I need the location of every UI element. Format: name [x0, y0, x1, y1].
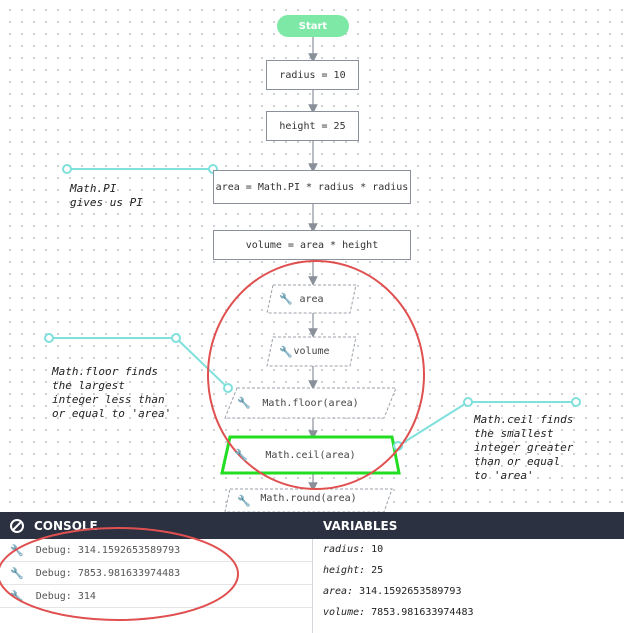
wrench-icon: 🔧	[279, 345, 293, 358]
variable-value: 7853.981633974483	[371, 607, 474, 618]
console-line: 🔧 Debug: 7853.981633974483	[0, 562, 312, 585]
wrench-icon: 🔧	[10, 589, 24, 603]
variables-title: VARIABLES	[323, 518, 398, 533]
comment-floor[interactable]: Math.floor finds the largest integer les…	[52, 365, 172, 420]
output-node-round[interactable]: 🔧 Math.round(area)	[237, 493, 357, 508]
wrench-icon: 🔧	[237, 494, 251, 508]
comment-handle	[571, 397, 581, 407]
assign-node-volume[interactable]: volume = area * height	[213, 230, 411, 260]
comment-pi[interactable]: Math.PI gives us PI	[70, 182, 143, 209]
output-node-ceil[interactable]: 🔧 Math.ceil(area)	[234, 448, 356, 462]
assign-node-radius[interactable]: radius = 10	[266, 60, 359, 90]
wrench-icon: 🔧	[234, 448, 248, 462]
block-icon[interactable]	[10, 518, 24, 533]
console-header: CONSOLE	[0, 512, 313, 539]
variables-header: VARIABLES	[313, 512, 624, 539]
variable-value: 10	[371, 544, 384, 555]
variable-row: area: 314.1592653589793	[323, 581, 624, 602]
assign-node-height[interactable]: height = 25	[266, 111, 359, 141]
variable-name: area:	[323, 586, 354, 597]
comment-handle	[171, 333, 181, 343]
console-output[interactable]: 🔧 Debug: 314.1592653589793 🔧 Debug: 7853…	[0, 539, 313, 633]
bottom-panels: CONSOLE VARIABLES 🔧 Debug: 314.159265358…	[0, 512, 624, 633]
output-node-floor[interactable]: 🔧 Math.floor(area)	[237, 396, 359, 410]
assign-node-area[interactable]: area = Math.PI * radius * radius	[213, 170, 411, 204]
wrench-icon: 🔧	[10, 543, 24, 557]
variable-row: volume: 7853.981633974483	[323, 602, 624, 623]
console-title: CONSOLE	[34, 518, 98, 533]
variable-row: height: 25	[323, 560, 624, 581]
output-node-volume[interactable]: 🔧 volume	[279, 345, 330, 358]
comment-handle	[463, 397, 473, 407]
console-line: 🔧 Debug: 314	[0, 585, 312, 608]
comment-handle	[44, 333, 54, 343]
start-node[interactable]: Start	[277, 15, 349, 37]
comment-handle	[62, 164, 72, 174]
wrench-icon: 🔧	[279, 292, 293, 306]
variables-list: radius: 10 height: 25 area: 314.15926535…	[313, 539, 624, 633]
variable-value: 314.1592653589793	[359, 586, 462, 597]
variable-row: radius: 10	[323, 539, 624, 560]
variable-name: radius:	[323, 544, 366, 555]
comment-ceil[interactable]: Math.ceil finds the smallest integer gre…	[474, 413, 574, 482]
variable-name: volume:	[323, 607, 366, 618]
flowchart-canvas[interactable]: Start radius = 10 height = 25 area = Mat…	[0, 0, 624, 512]
variable-name: height:	[323, 565, 366, 576]
console-line: 🔧 Debug: 314.1592653589793	[0, 539, 312, 562]
variable-value: 25	[371, 565, 384, 576]
output-node-area[interactable]: 🔧 area	[279, 292, 324, 306]
wrench-icon: 🔧	[237, 396, 251, 410]
wrench-icon: 🔧	[10, 566, 24, 580]
